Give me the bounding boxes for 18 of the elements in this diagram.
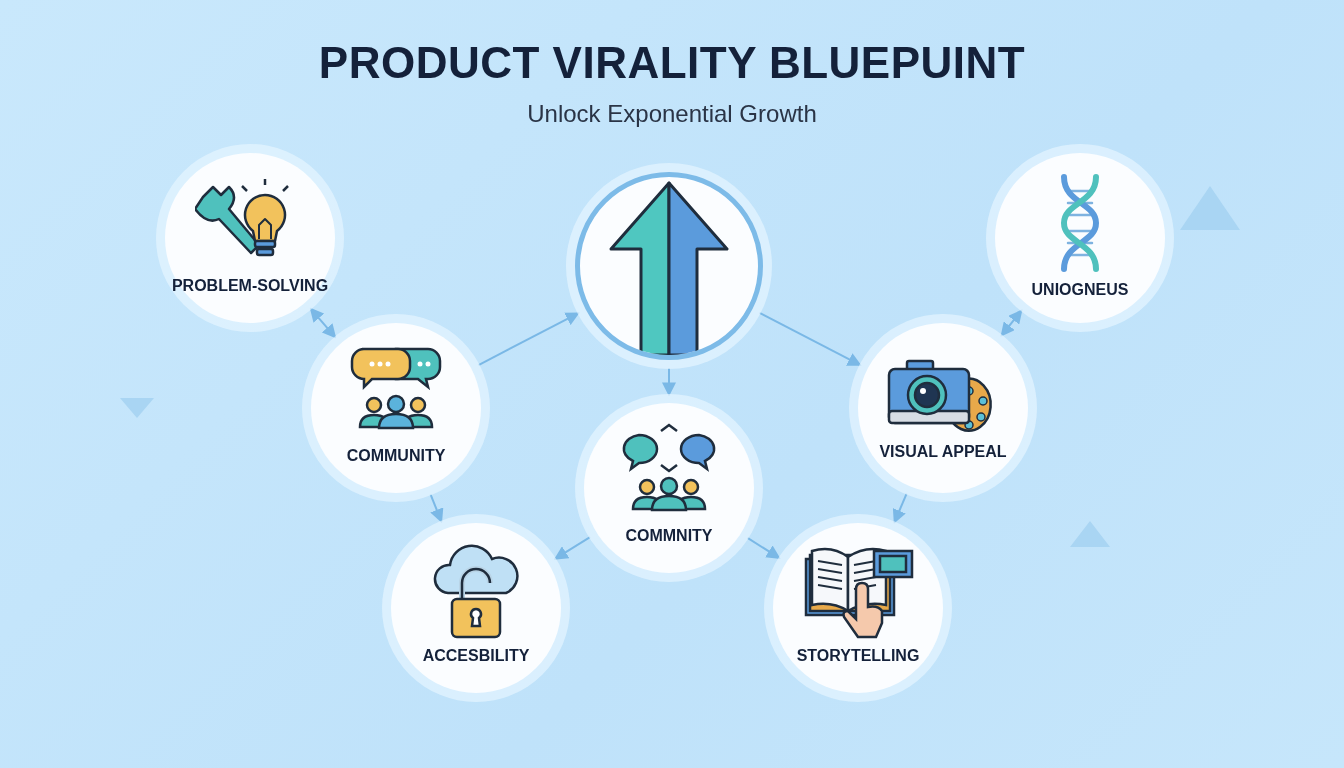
arrow: [1000, 309, 1023, 337]
arrow: [553, 536, 591, 560]
node-label: VISUAL APPEAL: [879, 443, 1007, 461]
arrow: [477, 312, 580, 367]
node-label: COMMNITY: [625, 527, 713, 545]
node-label: ACCESBILITY: [422, 647, 530, 665]
node-label: STORYTELLING: [796, 647, 920, 665]
arrow: [892, 492, 908, 524]
arrow: [662, 367, 676, 397]
node-label: UNIOGNEUS: [1031, 281, 1129, 299]
arrow: [309, 307, 337, 339]
arrow: [429, 493, 444, 523]
arrow: [746, 536, 781, 560]
node-label: COMMUNITY: [346, 447, 446, 465]
arrow: [758, 311, 862, 367]
node-label: PROBLEM-SOLVING: [171, 277, 329, 295]
title: PRODUCT VIRALITY BLUEPUINT: [318, 38, 1026, 88]
subtitle: Unlock Exponential Growth: [527, 100, 817, 128]
